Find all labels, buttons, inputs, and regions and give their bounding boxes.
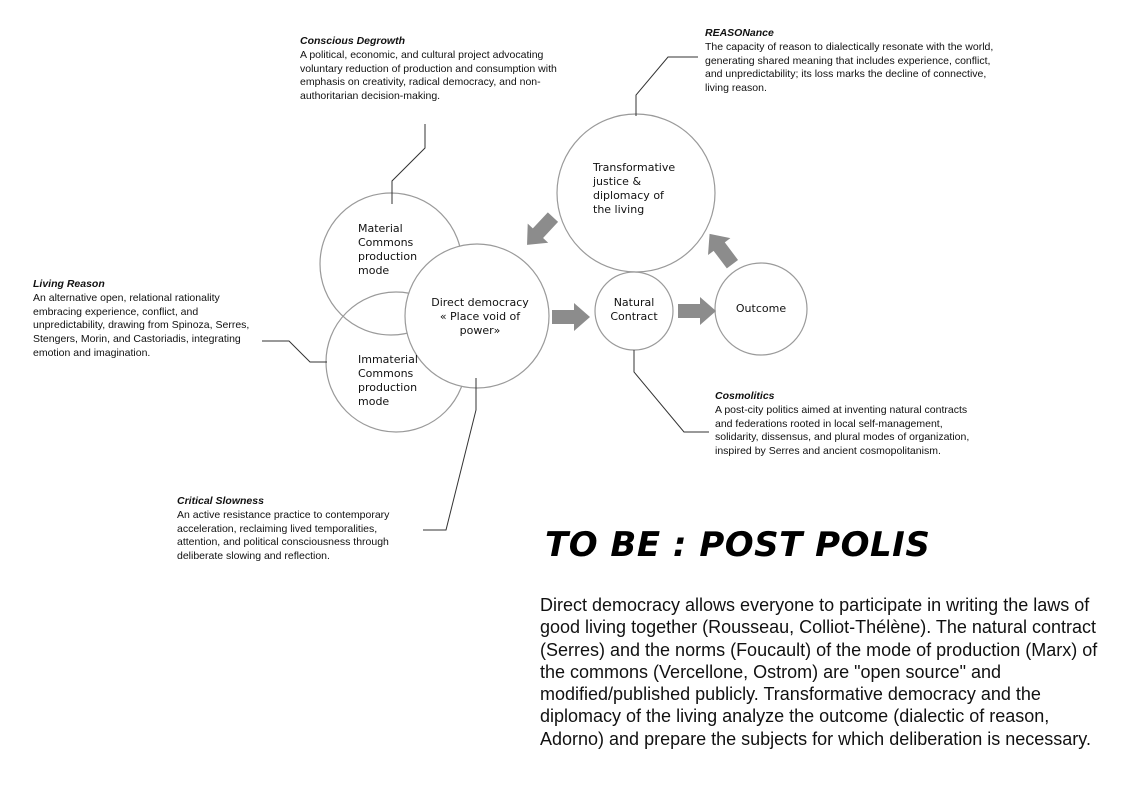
headline: TO BE : POST POLIS xyxy=(545,525,931,565)
cosmolitics-text: A post-city politics aimed at inventing … xyxy=(715,403,970,458)
arrow-democracy-to-contract xyxy=(552,303,590,331)
leader-reasonance xyxy=(635,56,698,116)
annotation-reasonance: REASONance The capacity of reason to dia… xyxy=(705,27,997,96)
summary-paragraph: Direct democracy allows everyone to part… xyxy=(540,595,1098,749)
outcome-text: Outcome xyxy=(735,302,787,315)
living-reason-text: An alternative open, relational rational… xyxy=(33,291,250,359)
direct-democracy-label: Direct democracy « Place void of power» xyxy=(424,296,536,338)
reasonance-title: REASONance xyxy=(705,27,774,39)
material-commons-text: Material Commons production mode xyxy=(358,222,418,277)
material-commons-label: Material Commons production mode xyxy=(358,222,417,278)
leader-cosmolitics xyxy=(633,350,709,433)
annotation-living-reason: Living Reason An alternative open, relat… xyxy=(33,278,259,361)
arrow-outcome-to-transformative xyxy=(708,233,739,269)
critical-slowness-title: Critical Slowness xyxy=(177,495,264,507)
natural-contract-label: Natural Contract xyxy=(598,296,670,324)
conscious-degrowth-title: Conscious Degrowth xyxy=(300,35,406,47)
direct-democracy-text: Direct democracy « Place void of power» xyxy=(431,296,529,337)
natural-contract-text: Natural Contract xyxy=(610,296,658,323)
annotation-critical-slowness: Critical Slowness An active resistance p… xyxy=(177,495,419,564)
annotation-cosmolitics: Cosmolitics A post-city politics aimed a… xyxy=(715,390,977,459)
reasonance-text: The capacity of reason to dialectically … xyxy=(705,40,994,95)
outcome-circle xyxy=(714,262,808,356)
immaterial-commons-text: Immaterial Commons production mode xyxy=(358,353,418,408)
critical-slowness-text: An active resistance practice to contemp… xyxy=(177,508,390,563)
living-reason-title: Living Reason xyxy=(33,278,105,290)
cosmolitics-title: Cosmolitics xyxy=(715,390,775,402)
transformative-justice-text: Transformative justice & diplomacy of th… xyxy=(593,161,676,216)
immaterial-commons-label: Immaterial Commons production mode xyxy=(358,353,418,409)
leader-conscious-degrowth xyxy=(391,124,426,204)
leader-living-reason xyxy=(262,340,327,363)
arrow-transformative-to-democracy xyxy=(527,212,559,245)
transformative-justice-label: Transformative justice & diplomacy of th… xyxy=(593,161,675,217)
leader-critical-slowness xyxy=(423,378,477,531)
annotation-conscious-degrowth: Conscious Degrowth A political, economic… xyxy=(300,35,560,104)
arrow-contract-to-outcome xyxy=(678,297,716,325)
direct-democracy-circle xyxy=(404,243,550,389)
outcome-label: Outcome xyxy=(720,302,802,316)
conscious-degrowth-text: A political, economic, and cultural proj… xyxy=(300,48,557,103)
